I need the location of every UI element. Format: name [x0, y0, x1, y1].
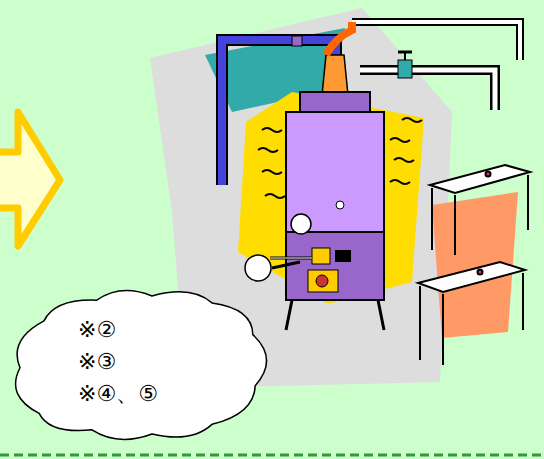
callout-cloud: ※②※③※④、⑤ [20, 296, 260, 434]
flue [326, 22, 352, 55]
valve [398, 60, 412, 78]
exhaust-pipe [352, 22, 520, 60]
hot-water-pipe [360, 70, 495, 110]
thought-bubble [291, 214, 311, 234]
indicator [336, 201, 344, 209]
gas-valve [312, 248, 330, 264]
heater-body [286, 112, 384, 300]
burner-unit [308, 270, 338, 292]
yellow-patch [238, 92, 424, 304]
callout-note: ※② [78, 314, 230, 346]
cloud-outline [20, 296, 260, 434]
heater-cap [300, 92, 370, 112]
dashed-divider [0, 454, 544, 457]
burner-section [286, 232, 384, 300]
hot-water-pipe [360, 70, 495, 110]
gas-line [270, 257, 312, 260]
exhaust-pipe [352, 22, 520, 60]
thought-bubble [245, 255, 271, 281]
cloud-shape [16, 291, 267, 440]
flow-arrow [0, 112, 60, 246]
shelves [418, 165, 530, 365]
callout-note: ※③ [78, 346, 230, 378]
flue [322, 55, 348, 95]
callout-note: ※④、⑤ [78, 378, 230, 410]
leader-line [272, 262, 300, 268]
control-box [335, 250, 351, 262]
heat-waves [258, 118, 422, 198]
pipe-joint [292, 36, 302, 46]
